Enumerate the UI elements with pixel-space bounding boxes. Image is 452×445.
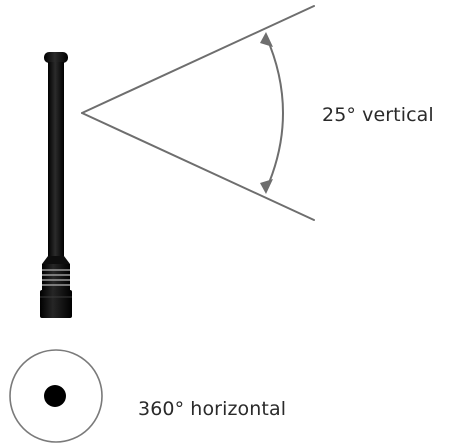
antenna-rod [48, 62, 64, 258]
antenna-base [40, 290, 72, 318]
beam-lower-line [81, 112, 315, 221]
arc-arrow-up-icon [260, 32, 273, 47]
vertical-beamwidth-label: 25° vertical [322, 104, 434, 126]
beamwidth-arc [265, 35, 284, 191]
vertical-beam-pattern [81, 5, 315, 221]
antenna-tip [44, 52, 68, 63]
antenna-icon [40, 52, 72, 318]
antenna-collar [42, 264, 70, 290]
horizontal-pattern [9, 349, 103, 443]
horizontal-beamwidth-label: 360° horizontal [138, 398, 287, 420]
antenna-neck [42, 256, 70, 264]
arc-arrow-down-icon [260, 179, 273, 194]
horizontal-pattern-circle [9, 349, 103, 443]
antenna-top-view-dot [44, 385, 66, 407]
beam-upper-line [81, 5, 315, 114]
